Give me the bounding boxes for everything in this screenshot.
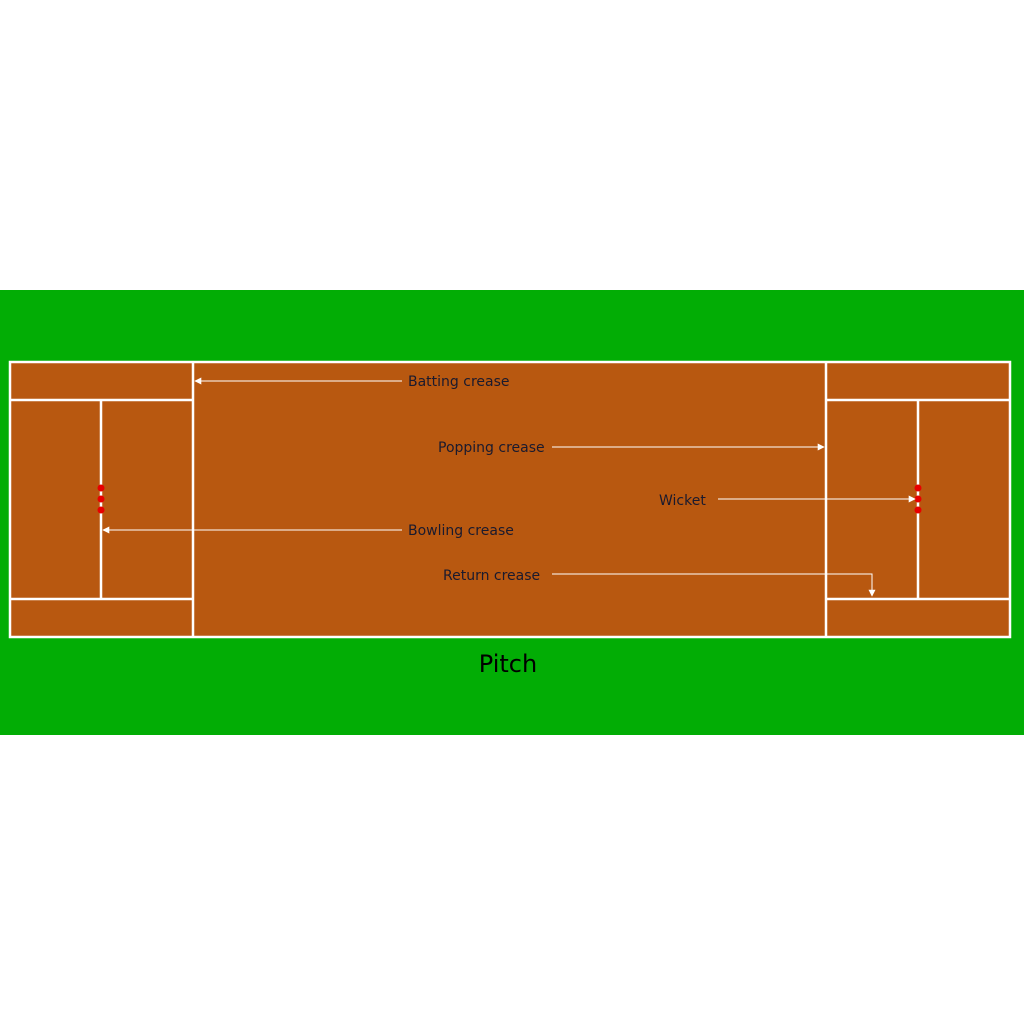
return-crease-arrow — [552, 573, 876, 597]
return-crease-label: Return crease — [443, 568, 540, 584]
popping-crease-label: Popping crease — [438, 440, 545, 456]
left-stump-1 — [97, 484, 105, 492]
left-stump-3 — [97, 506, 105, 514]
crease-lines — [8, 360, 1012, 639]
batting-crease-label: Batting crease — [408, 374, 510, 390]
right-stump-2 — [914, 495, 922, 503]
left-wicket-stumps — [97, 484, 105, 514]
right-stump-1 — [914, 484, 922, 492]
diagram-title: Pitch — [479, 650, 537, 678]
left-stump-2 — [97, 495, 105, 503]
bowling-crease-label: Bowling crease — [408, 523, 514, 539]
pitch-outline — [8, 360, 1012, 639]
right-wicket-stumps — [914, 484, 922, 514]
wicket-label: Wicket — [659, 493, 706, 509]
right-stump-3 — [914, 506, 922, 514]
